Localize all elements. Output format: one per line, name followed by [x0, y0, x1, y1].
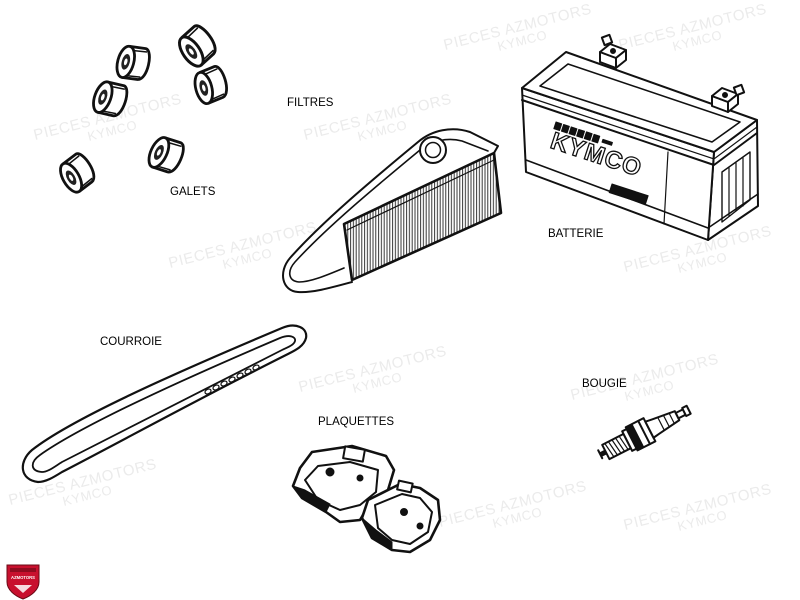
plug-terminal-cap [681, 404, 692, 418]
battery-model-bar [608, 183, 649, 205]
belt-cog [252, 364, 260, 371]
drive-belt [21, 324, 308, 484]
battery-lid-edge [521, 99, 758, 166]
plug-thread-line [614, 437, 626, 452]
battery-side-recess [721, 151, 751, 223]
label-glyph [576, 128, 586, 139]
logo-band [10, 568, 36, 572]
roller [172, 20, 223, 72]
air-filter [282, 128, 503, 294]
galets-label: GALETS [170, 186, 216, 198]
batterie-label: BATTERIE [548, 228, 604, 240]
terminal-side [615, 49, 627, 69]
filter-frame-outer [282, 128, 499, 294]
label-glyph [583, 131, 593, 141]
plug-insulator-rib [668, 412, 676, 425]
pad-hole [325, 467, 335, 477]
plug-hex-edge [637, 419, 652, 446]
label-glyph [553, 121, 563, 132]
pad-clip [396, 479, 414, 494]
terminal-tab [732, 83, 746, 97]
battery: KYMCO [521, 33, 759, 241]
brake-pad [360, 479, 442, 554]
label-glyph [601, 138, 613, 146]
filter-mount-hole [424, 141, 442, 159]
belt-cog [236, 372, 244, 379]
pad-friction-material [374, 493, 433, 545]
pad-shadow [361, 517, 393, 551]
brake-pads [291, 444, 442, 554]
belt-cog [204, 388, 212, 395]
battery-terminal-positive [599, 33, 627, 69]
pad-hole [416, 522, 424, 530]
battery-lid-line [521, 94, 758, 160]
belt-outer-edge [21, 324, 308, 484]
plug-hex-shade [625, 423, 645, 451]
plug-thread-line [618, 435, 629, 451]
spark-plug [597, 404, 692, 461]
filtres-label: FILTRES [287, 97, 334, 109]
watermark: PIECES AZMOTORS KYMCO [622, 481, 774, 534]
plug-insulator-rib [662, 414, 670, 428]
battery-label-divider [663, 151, 669, 225]
label-glyph [591, 133, 601, 144]
filter-mount-boss [419, 136, 447, 164]
plug-thread-line [607, 441, 619, 456]
filter-element [342, 151, 503, 282]
watermark: PIECES AZMOTORS KYMCO [7, 456, 159, 509]
belt-cog [228, 376, 236, 383]
roller [112, 40, 154, 85]
pad-shadow [292, 485, 331, 513]
terminal-side [727, 93, 739, 113]
roller [189, 63, 232, 107]
terminal-tab [600, 33, 614, 47]
belt-cog-marks [204, 364, 260, 395]
azmotors-logo: AZMOTORS [6, 564, 40, 600]
label-glyph [568, 126, 578, 136]
belt-cog [244, 368, 252, 375]
battery-lid-top [539, 63, 741, 143]
bougie-label: BOUGIE [582, 378, 627, 390]
watermark: PIECES AZMOTORS KYMCO [297, 343, 449, 396]
pad-clip [342, 445, 366, 463]
roller [143, 131, 189, 179]
filter-element-edge [346, 159, 495, 231]
plug-thread-line [611, 439, 622, 454]
watermark: PIECES AZMOTORS KYMCO [167, 219, 319, 272]
plaquettes-label: PLAQUETTES [318, 416, 394, 428]
battery-label-glyphs [553, 121, 613, 146]
plug-ground-electrode [597, 449, 604, 460]
label-glyph [560, 123, 570, 134]
logo-emblem [14, 585, 32, 593]
belt-inner-edge [31, 335, 296, 473]
battery-top-face [521, 51, 758, 153]
plug-insulator-rib [657, 416, 665, 431]
battery-terminal-negative [711, 83, 746, 113]
battery-base-lip [525, 159, 759, 229]
terminal-bolt [610, 48, 616, 54]
logo-text: AZMOTORS [11, 575, 35, 580]
belt-cog [212, 384, 220, 391]
pad-hole [400, 508, 408, 516]
belt-cog [220, 380, 228, 387]
courroie-label: COURROIE [100, 336, 162, 348]
watermark: PIECES AZMOTORS KYMCO [437, 478, 589, 531]
watermark: PIECES AZMOTORS KYMCO [617, 1, 769, 54]
pad-hole [356, 474, 364, 482]
logo-shield [6, 564, 40, 600]
roller [53, 149, 101, 198]
terminal-bolt [722, 92, 728, 98]
plug-thread-line [604, 442, 615, 458]
